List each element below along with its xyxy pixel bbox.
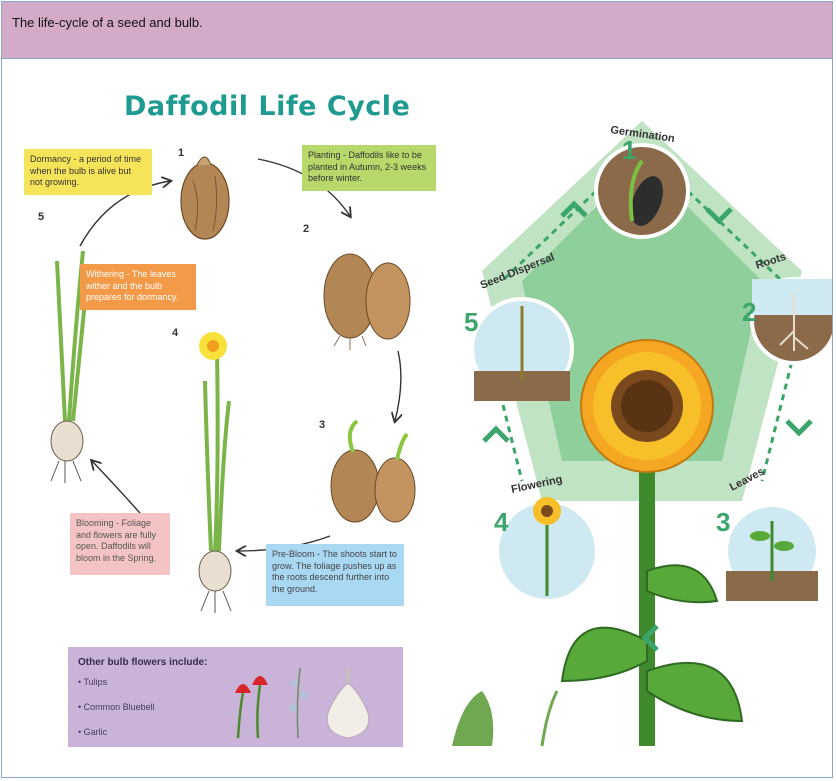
bulb-prebloom [331, 421, 415, 522]
page-title: The life-cycle of a seed and bulb. [12, 15, 203, 30]
bulb-flower-pictures [218, 653, 398, 743]
dormancy-caption: Dormancy - a period of time when the bul… [24, 149, 152, 195]
chevron-down-icon [787, 421, 811, 433]
step-3-number: 3 [319, 419, 325, 431]
bulb-item-tulips: • Tulips [78, 677, 107, 687]
stage-leaves-circle [726, 505, 818, 601]
step-4-number: 4 [172, 327, 178, 339]
sunflower-leaf [647, 663, 742, 721]
stage-germination-circle [596, 145, 688, 237]
bulb-dormant [181, 157, 229, 239]
stage-roots-circle [752, 279, 832, 363]
prebloom-caption: Pre-Bloom - The shoots start to grow. Th… [266, 544, 404, 606]
withering-caption: Withering - The leaves wither and the bu… [80, 264, 196, 310]
chevron-up-icon [484, 429, 508, 441]
sunflower-head [581, 340, 713, 472]
stage-4-number: 4 [494, 507, 509, 537]
sunflower-illustration: Germination 1 Roots 2 Leaves 3 Flowering… [442, 81, 832, 746]
bulb-planting [324, 254, 410, 350]
stage-2-number: 2 [742, 297, 756, 327]
stage-1-number: 1 [622, 135, 636, 165]
content-area: Daffodil Life Cycle [2, 59, 832, 777]
stage-seed-dispersal-circle [472, 299, 572, 401]
plant-blooming [199, 332, 231, 613]
stage-flowering-circle [497, 497, 597, 601]
sunflower-leaf [562, 628, 647, 681]
arrow-2-3 [395, 351, 401, 421]
sunflower-panel: Germination 1 Roots 2 Leaves 3 Flowering… [442, 81, 832, 746]
other-bulb-heading: Other bulb flowers include: [78, 657, 207, 668]
bluebell-icon [289, 668, 308, 738]
header-bar: The life-cycle of a seed and bulb. [2, 2, 832, 59]
step-1-number: 1 [178, 147, 184, 159]
garlic-icon [327, 668, 369, 738]
bush-icon [452, 691, 493, 746]
blooming-caption: Blooming - Foliage and flowers are fully… [70, 513, 170, 575]
tulip-icon [235, 676, 268, 738]
daffodil-panel: Daffodil Life Cycle [20, 81, 430, 746]
bulb-item-garlic: • Garlic [78, 727, 107, 737]
sunflower-leaf [647, 565, 717, 602]
step-5-number: 5 [38, 211, 44, 223]
step-2-number: 2 [303, 223, 309, 235]
stage-3-number: 3 [716, 507, 730, 537]
bulb-item-bluebell: • Common Bluebell [78, 702, 155, 712]
other-bulb-flowers-box: Other bulb flowers include: • Tulips • C… [68, 647, 403, 747]
stage-5-number: 5 [464, 307, 478, 337]
planting-caption: Planting - Daffodils like to be planted … [302, 145, 436, 191]
